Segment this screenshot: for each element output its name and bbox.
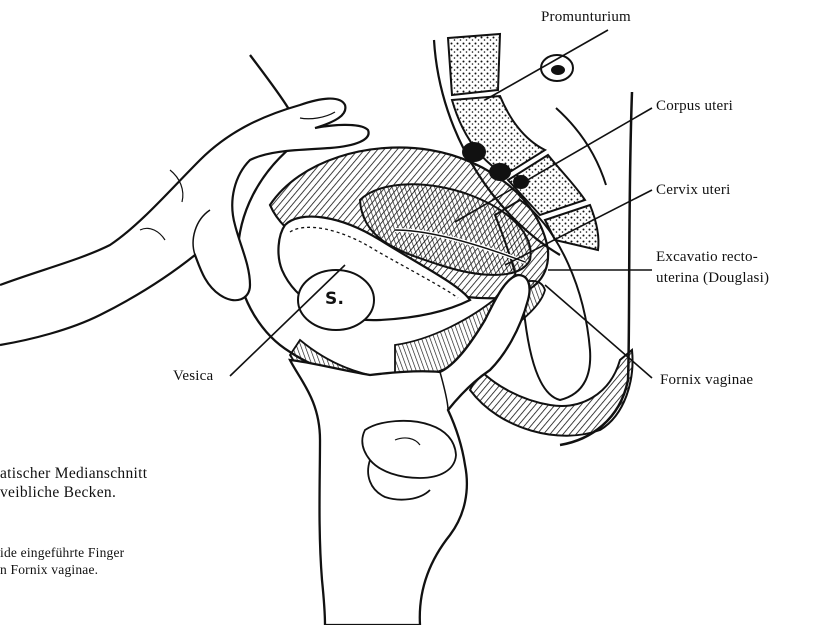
label-promunturium: Promunturium bbox=[541, 9, 631, 25]
label-corpus-uteri: Corpus uteri bbox=[656, 98, 733, 114]
caption-line-4: n Fornix vaginae. bbox=[0, 562, 98, 577]
label-cervix-uteri: Cervix uteri bbox=[656, 182, 730, 198]
bladder-marker: S. bbox=[325, 291, 344, 307]
label-excavatio-line1: Excavatio recto- bbox=[656, 249, 758, 265]
caption-line-3: ide eingeführte Finger bbox=[0, 545, 124, 560]
caption-line-2: veibliche Becken. bbox=[0, 484, 116, 501]
caption-line-1: atischer Medianschnitt bbox=[0, 465, 147, 482]
label-fornix-vaginae: Fornix vaginae bbox=[660, 372, 753, 388]
label-excavatio-line2: uterina (Douglasi) bbox=[656, 270, 769, 286]
label-vesica: Vesica bbox=[173, 368, 213, 384]
